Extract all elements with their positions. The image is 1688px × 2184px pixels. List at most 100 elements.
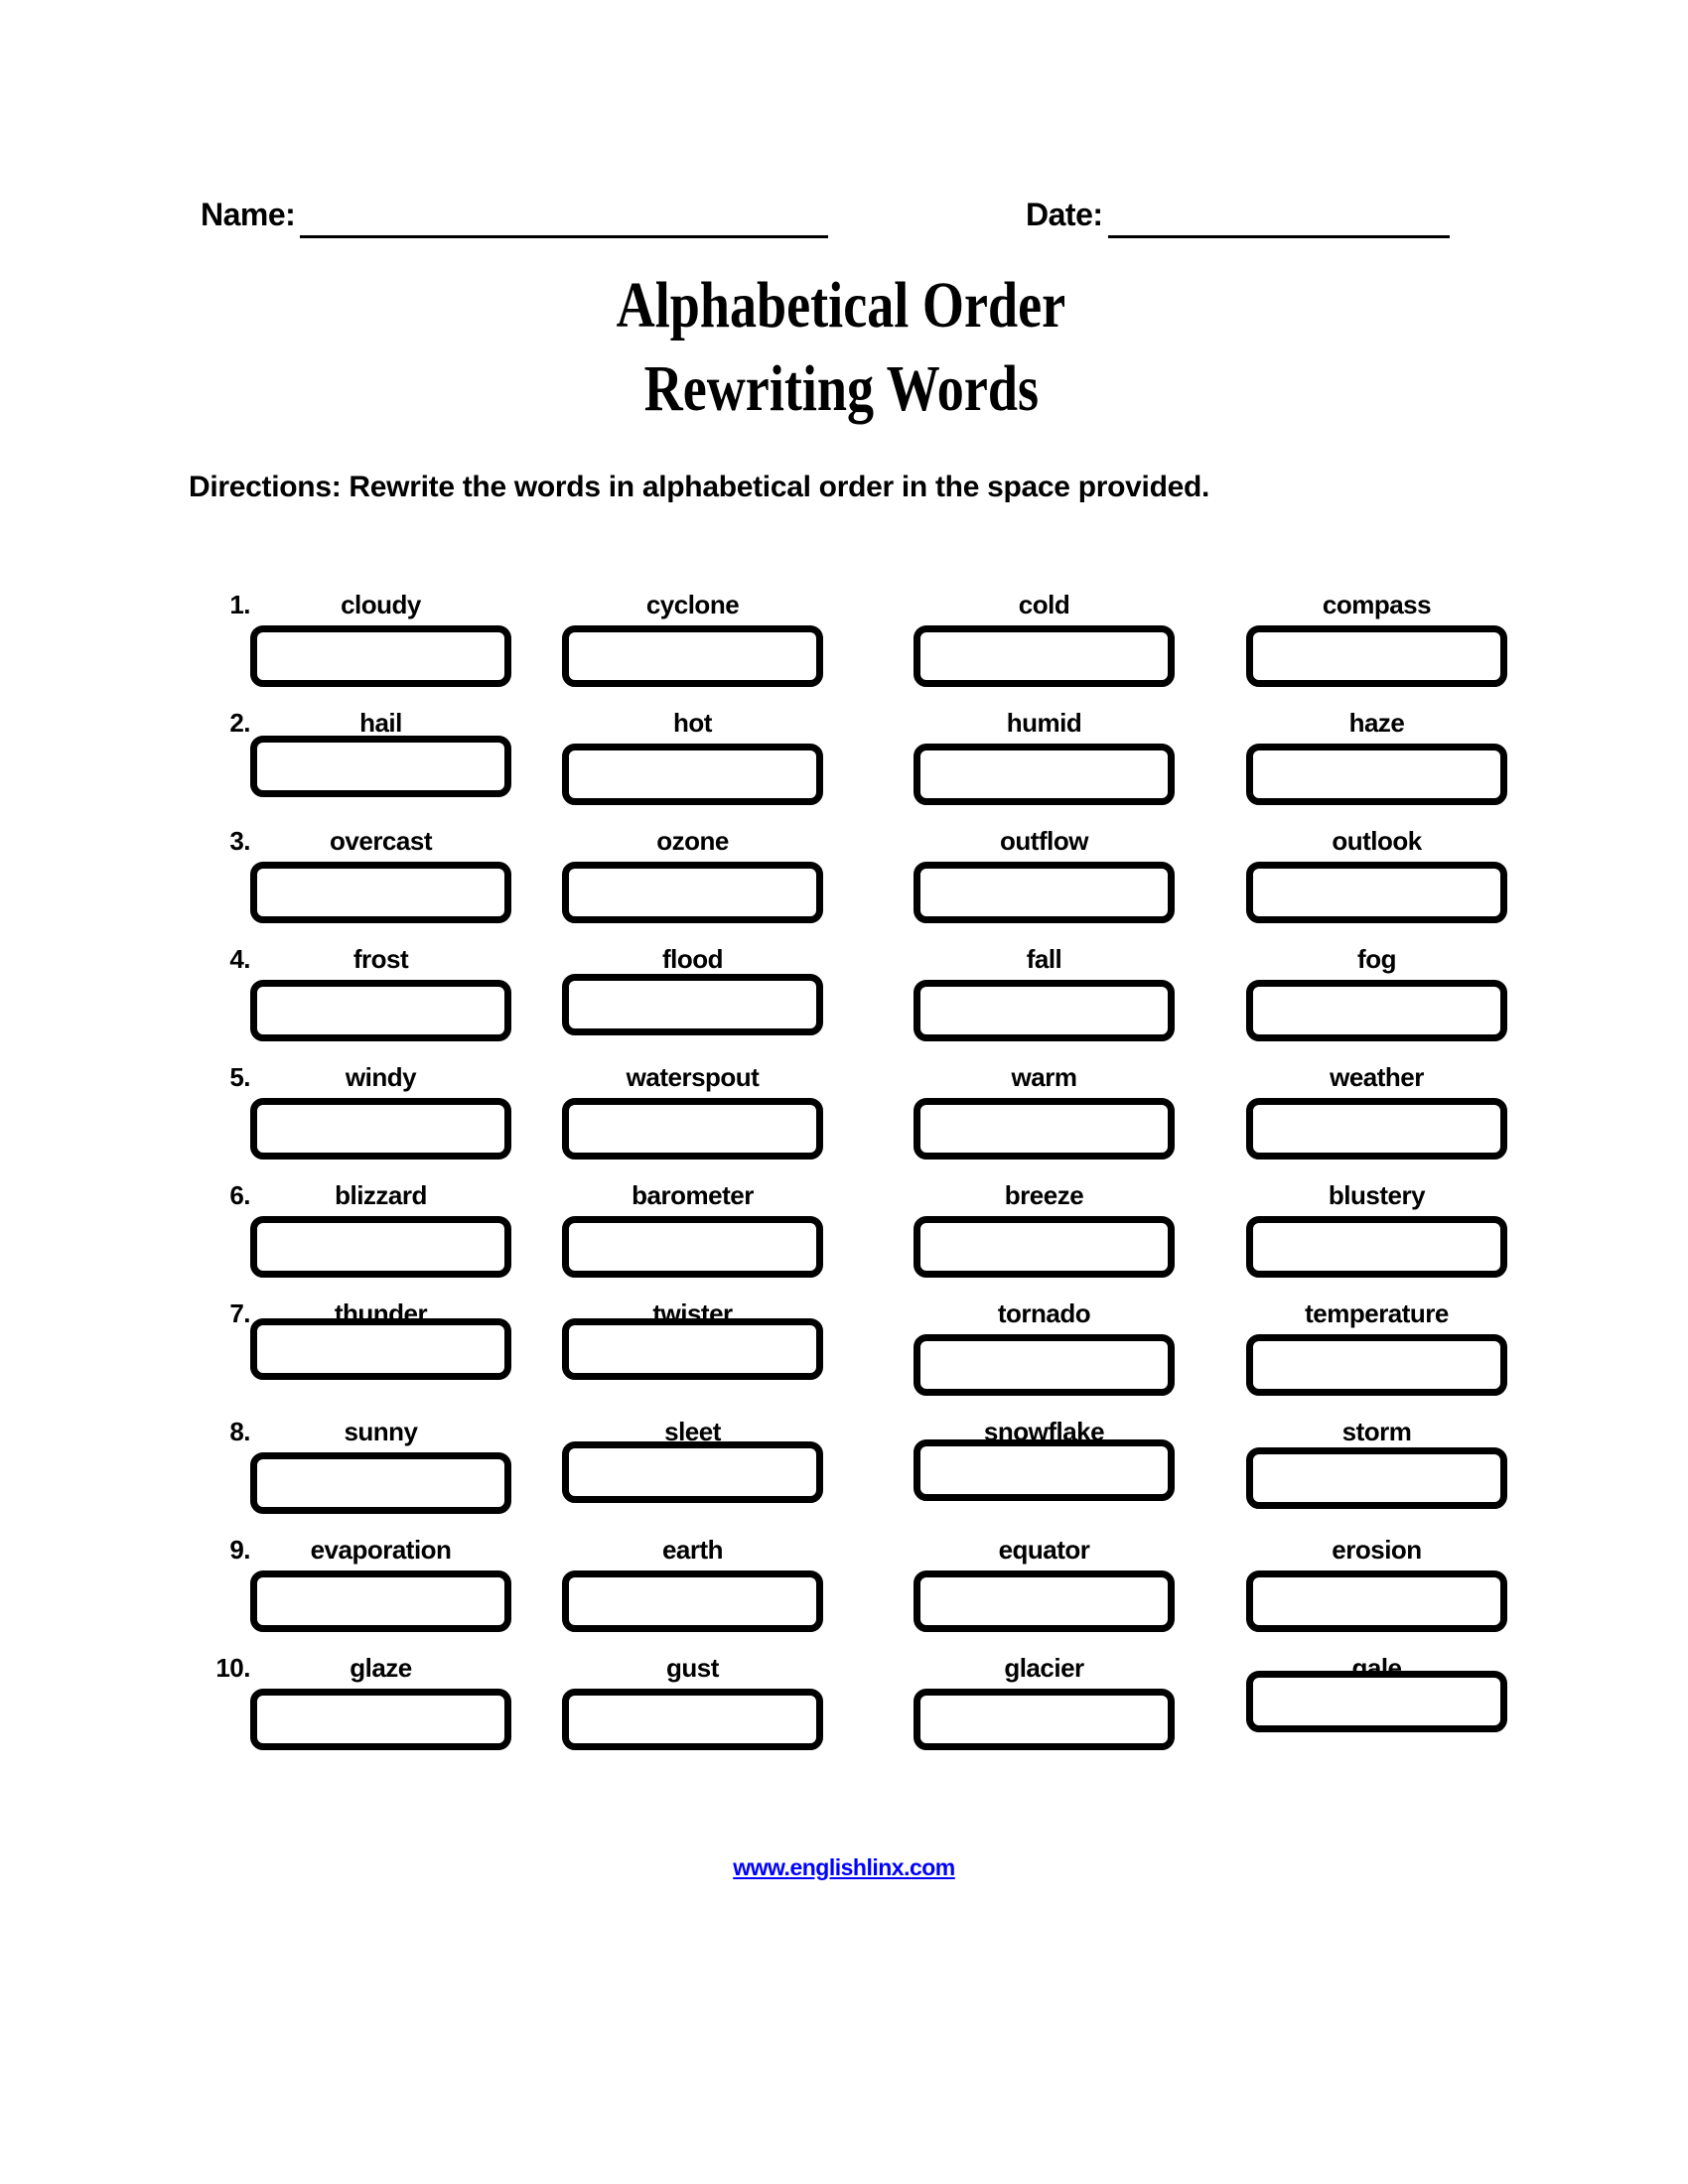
- answer-box[interactable]: [1246, 625, 1507, 687]
- answer-box[interactable]: [250, 625, 511, 687]
- answer-box[interactable]: [1246, 1216, 1507, 1278]
- answer-box[interactable]: [562, 862, 823, 923]
- word-label: blustery: [1328, 1180, 1426, 1210]
- answer-box[interactable]: [914, 980, 1175, 1041]
- word-cell: cold: [914, 588, 1175, 687]
- row-number: 5.: [229, 1062, 250, 1092]
- answer-box[interactable]: [914, 625, 1175, 687]
- word-cell: erosion: [1246, 1533, 1507, 1632]
- word-row: 2.hail hot humid haze: [0, 706, 1688, 824]
- word-cell: gust: [562, 1651, 823, 1750]
- footer-link[interactable]: www.englishlinx.com: [733, 1854, 955, 1880]
- answer-box[interactable]: [1246, 862, 1507, 923]
- answer-box[interactable]: [250, 1570, 511, 1632]
- answer-box[interactable]: [914, 1334, 1175, 1396]
- word-label: overcast: [330, 826, 432, 856]
- answer-box[interactable]: [1246, 1334, 1507, 1396]
- answer-box[interactable]: [250, 736, 511, 797]
- answer-box[interactable]: [250, 1689, 511, 1750]
- row-number: 4.: [229, 944, 250, 974]
- word-label: fog: [1357, 944, 1396, 974]
- answer-box[interactable]: [914, 744, 1175, 805]
- answer-box[interactable]: [250, 1318, 511, 1380]
- answer-box[interactable]: [250, 1098, 511, 1160]
- name-fill-line[interactable]: [300, 204, 828, 238]
- answer-box[interactable]: [1246, 980, 1507, 1041]
- answer-box[interactable]: [562, 1570, 823, 1632]
- word-label: windy: [345, 1062, 417, 1092]
- word-cell: hail: [250, 706, 511, 805]
- answer-box[interactable]: [250, 862, 511, 923]
- word-label: fall: [1026, 944, 1062, 974]
- answer-box[interactable]: [562, 1689, 823, 1750]
- answer-box[interactable]: [1246, 1447, 1507, 1509]
- word-label: glacier: [1004, 1653, 1084, 1683]
- word-label: evaporation: [310, 1535, 452, 1565]
- answer-box[interactable]: [562, 974, 823, 1035]
- word-cell: blustery: [1246, 1178, 1507, 1278]
- answer-box[interactable]: [562, 1441, 823, 1503]
- word-cell: outflow: [914, 824, 1175, 923]
- word-cell: evaporation: [250, 1533, 511, 1632]
- answer-box[interactable]: [1246, 1098, 1507, 1160]
- answer-box[interactable]: [1246, 1671, 1507, 1732]
- word-label: haze: [1348, 708, 1405, 738]
- answer-box[interactable]: [250, 1216, 511, 1278]
- answer-box[interactable]: [250, 1452, 511, 1514]
- word-cell: windy: [250, 1060, 511, 1160]
- worksheet-title: Alphabetical Order Rewriting Words: [0, 264, 1682, 431]
- date-label: Date:: [1026, 197, 1103, 232]
- answer-box[interactable]: [562, 625, 823, 687]
- row-number: 7.: [229, 1298, 250, 1328]
- word-label: warm: [1011, 1062, 1077, 1092]
- word-label: cloudy: [341, 590, 421, 619]
- date-fill-line[interactable]: [1108, 204, 1450, 238]
- answer-box[interactable]: [914, 1689, 1175, 1750]
- word-cell: snowflake: [914, 1415, 1175, 1514]
- answer-box[interactable]: [1246, 1570, 1507, 1632]
- answer-box[interactable]: [562, 1098, 823, 1160]
- word-cell: barometer: [562, 1178, 823, 1278]
- row-number: 6.: [229, 1180, 250, 1210]
- word-cell: twister: [562, 1297, 823, 1396]
- word-cell: ozone: [562, 824, 823, 923]
- word-label: blizzard: [335, 1180, 427, 1210]
- word-label: frost: [352, 944, 409, 974]
- word-cell: storm: [1246, 1415, 1507, 1514]
- word-cell: cloudy: [250, 588, 511, 687]
- row-number: 2.: [229, 708, 250, 738]
- answer-box[interactable]: [562, 1318, 823, 1380]
- word-cell: flood: [562, 942, 823, 1041]
- answer-box[interactable]: [914, 1570, 1175, 1632]
- word-cell: gale: [1246, 1651, 1507, 1750]
- row-number: 1.: [229, 590, 250, 619]
- word-cell: humid: [914, 706, 1175, 805]
- word-cell: sunny: [250, 1415, 511, 1514]
- word-label: hot: [673, 708, 712, 738]
- answer-box[interactable]: [250, 980, 511, 1041]
- word-label: waterspout: [626, 1062, 760, 1092]
- word-label: glaze: [350, 1653, 412, 1683]
- answer-box[interactable]: [914, 862, 1175, 923]
- word-label: humid: [1006, 708, 1082, 738]
- word-cell: tornado: [914, 1297, 1175, 1396]
- answer-box[interactable]: [562, 1216, 823, 1278]
- word-cell: blizzard: [250, 1178, 511, 1278]
- word-label: breeze: [1004, 1180, 1084, 1210]
- answer-box[interactable]: [562, 744, 823, 805]
- answer-box[interactable]: [914, 1439, 1175, 1501]
- footer: www.englishlinx.com: [0, 1854, 1688, 1881]
- word-label: ozone: [656, 826, 729, 856]
- word-cell: glaze: [250, 1651, 511, 1750]
- word-cell: compass: [1246, 588, 1507, 687]
- word-cell: sleet: [562, 1415, 823, 1514]
- row-number: 10.: [215, 1653, 250, 1683]
- word-row: 6. blizzard barometer breeze blustery: [0, 1178, 1688, 1297]
- answer-box[interactable]: [914, 1098, 1175, 1160]
- answer-box[interactable]: [1246, 744, 1507, 805]
- answer-box[interactable]: [914, 1216, 1175, 1278]
